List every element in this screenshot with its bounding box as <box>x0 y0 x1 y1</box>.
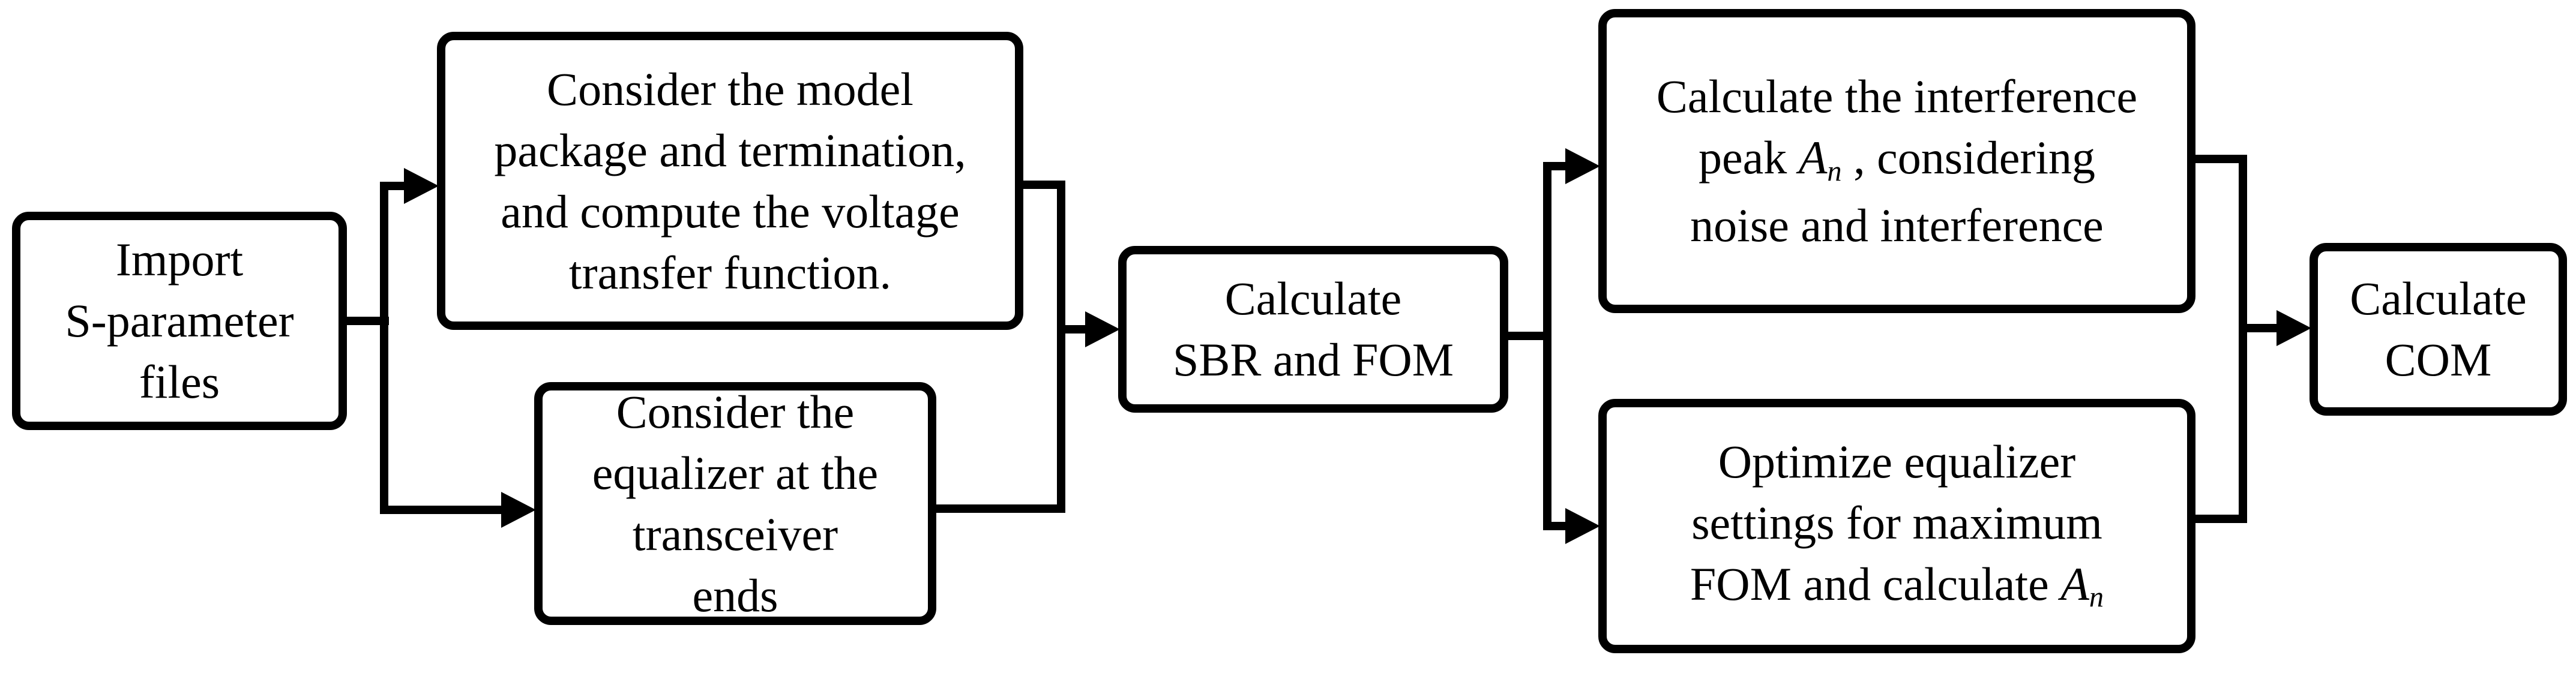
connector-equalizer-out <box>928 504 1065 513</box>
box-text-line: FOM and calculate An <box>1690 554 2104 621</box>
box-text-line: equalizer at the <box>592 446 879 499</box>
box-text-line: and compute the voltage <box>501 185 960 238</box>
box-text-line: settings for maximum <box>1691 496 2102 549</box>
connector-optimize-out <box>2187 515 2247 523</box>
box-text-line: SBR and FOM <box>1172 334 1454 386</box>
connector-to-com <box>2239 324 2278 332</box>
connector-import-out <box>339 317 389 325</box>
box-text-line: transceiver <box>632 507 838 560</box>
text-segment: , considering <box>1841 131 2095 184</box>
box-voltage-transfer-function: Consider the model package and terminati… <box>437 32 1023 330</box>
arrow-to-sbr-icon <box>1085 311 1120 347</box>
box-text-line: ends <box>692 569 778 621</box>
box-text-line: COM <box>2385 334 2492 386</box>
text-segment: FOM and calculate <box>1690 557 2061 610</box>
box-calculate-com: Calculate COM <box>2310 243 2567 416</box>
box-text-line: peak An , considering <box>1699 127 2095 195</box>
box-text-line: Optimize equalizer <box>1718 435 2076 488</box>
box-text-line: Import <box>115 233 244 286</box>
connector-merge-com <box>2239 155 2247 523</box>
arrow-to-model-icon <box>404 168 439 204</box>
arrow-to-interference-icon <box>1565 148 1600 184</box>
box-text-line: Calculate <box>1224 272 1402 325</box>
arrow-to-optimize-icon <box>1565 508 1600 544</box>
box-text-line: noise and interference <box>1690 199 2104 251</box>
connector-to-model <box>380 182 406 190</box>
connector-to-equalizer <box>380 506 502 514</box>
subscript-n: n <box>1827 155 1842 187</box>
box-text-line: Calculate the interference <box>1656 70 2138 122</box>
text-segment: peak <box>1698 131 1799 184</box>
box-text-line: S-parameter <box>65 295 294 347</box>
box-import-s-parameter-files: Import S-parameter files <box>12 212 347 430</box>
connector-to-sbr <box>1057 325 1086 334</box>
arrow-to-equalizer-icon <box>501 492 536 528</box>
arrow-to-com-icon <box>2277 310 2311 346</box>
box-text-line: Consider the model <box>547 62 913 115</box>
box-text-line: package and termination, <box>494 124 966 176</box>
box-text-line: transfer function. <box>568 246 892 299</box>
connector-sbr-out <box>1500 332 1551 340</box>
connector-to-optimize <box>1543 522 1568 530</box>
box-optimize-equalizer-settings: Optimize equalizer settings for maximum … <box>1598 399 2195 653</box>
connector-merge-sbr <box>1057 181 1065 513</box>
box-calculate-sbr-fom: Calculate SBR and FOM <box>1118 246 1508 413</box>
box-equalizer-transceiver-ends: Consider the equalizer at the transceive… <box>534 382 936 625</box>
connector-to-interference <box>1543 162 1568 170</box>
connector-interference-out <box>2187 155 2247 163</box>
connector-sbr-branch <box>1543 162 1551 530</box>
box-interference-peak: Calculate the interference peak An , con… <box>1598 9 2195 313</box>
connector-import-branch <box>380 182 388 514</box>
box-text-line: Consider the <box>616 385 855 438</box>
variable-a: A <box>1798 131 1828 184</box>
box-text-line: files <box>139 356 220 408</box>
connector-model-out <box>1015 181 1065 189</box>
box-text-line: Calculate <box>2350 272 2527 325</box>
variable-a: A <box>2060 557 2089 610</box>
subscript-n: n <box>2089 581 2104 614</box>
